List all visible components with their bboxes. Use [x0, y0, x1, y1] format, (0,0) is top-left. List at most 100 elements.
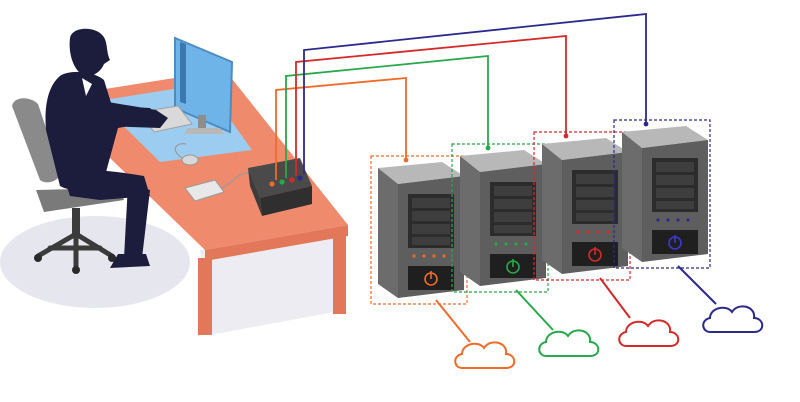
server-4-led	[676, 218, 680, 222]
server-4-outline	[613, 119, 711, 269]
monitor-base	[184, 128, 224, 134]
power-icon	[588, 247, 602, 262]
cable-server-4	[303, 13, 647, 174]
server-1-led	[432, 254, 436, 258]
server-2-led	[514, 242, 518, 246]
server-2-side	[460, 156, 480, 286]
server-3-drive	[576, 187, 614, 197]
power-icon	[668, 235, 682, 250]
person-head	[69, 28, 110, 76]
server-1-led	[442, 254, 446, 258]
chair-post	[72, 208, 80, 234]
server-4-top	[622, 126, 708, 148]
server-3-led	[586, 230, 590, 234]
cloud-cables	[435, 265, 717, 343]
server-2-drive	[494, 225, 532, 233]
server-3-side	[542, 144, 562, 274]
server-4-led	[666, 218, 670, 222]
cable-server-3	[295, 35, 567, 176]
cloud-icon	[618, 319, 680, 347]
person-silhouette	[45, 28, 168, 268]
cloud-cable-1	[435, 299, 471, 343]
chair-base	[35, 231, 115, 271]
server-4-drive	[656, 201, 694, 209]
server-1-led	[422, 254, 426, 258]
server-4-led	[686, 218, 690, 222]
person-foot	[110, 254, 150, 268]
mouse-cable	[174, 143, 187, 159]
floor-shadow	[0, 216, 190, 308]
cable-server-1	[275, 77, 407, 180]
server-4	[613, 119, 711, 269]
kvm-led-2	[279, 179, 285, 185]
power-icon	[424, 271, 438, 286]
cloud-cable-3	[599, 277, 631, 319]
server-1-drive	[412, 237, 450, 245]
cloud-3	[618, 319, 680, 347]
person-arm	[96, 100, 168, 128]
desk-device	[184, 179, 225, 202]
cable-server-2	[285, 55, 489, 178]
cable-dot	[485, 145, 491, 151]
server-4-side	[622, 132, 642, 262]
cable-dot	[403, 157, 409, 163]
monitor-stand	[198, 115, 206, 129]
server-3-led	[606, 230, 610, 234]
cloud-icon	[538, 329, 600, 357]
cloud-icon	[454, 341, 516, 369]
person-lower-leg	[124, 184, 150, 258]
server-1-top	[378, 162, 464, 184]
server-4-drive	[656, 188, 694, 198]
server-2-led	[494, 242, 498, 246]
kvm-switch-side	[248, 168, 262, 216]
server-2	[451, 143, 549, 293]
person-collar	[82, 78, 92, 96]
desk-shadow	[200, 235, 345, 335]
server-3-led	[576, 230, 580, 234]
chair-wheel	[108, 254, 116, 262]
kvm-led-1	[269, 181, 275, 187]
desk-leg-front-right	[333, 234, 346, 314]
server-2-drive	[494, 199, 532, 209]
desk-leg-front-left	[198, 258, 212, 335]
kvm-switch-front	[260, 186, 312, 216]
server-1-side	[378, 168, 398, 298]
cloud-cable-4	[677, 265, 717, 305]
server-3-drive	[576, 174, 614, 184]
server-3-drive	[576, 213, 614, 221]
server-2-top	[460, 150, 546, 172]
desk-front-edge	[205, 225, 348, 261]
kvm-switch	[248, 158, 312, 216]
server-1-drive	[412, 198, 450, 208]
server-2-led	[504, 242, 508, 246]
monitor-back	[180, 42, 186, 104]
kvm-led-4	[297, 175, 303, 181]
cable-dot	[563, 133, 569, 139]
server-3-top	[542, 138, 628, 160]
chair-wheel	[34, 254, 42, 262]
cloud-4	[702, 305, 764, 333]
monitor-screen	[174, 36, 234, 134]
cloud-cable-2	[515, 289, 554, 331]
kvm-cables	[275, 13, 649, 180]
kvm-led-3	[289, 177, 295, 183]
server-4-led	[656, 218, 660, 222]
server-1	[370, 155, 468, 305]
cable-dot	[643, 121, 649, 127]
cloud-1	[454, 341, 516, 369]
chair-back	[12, 98, 61, 183]
monitor	[174, 36, 234, 134]
server-3-drive	[576, 200, 614, 210]
cloud-icon	[702, 305, 764, 333]
power-icon	[506, 259, 520, 274]
server-1-drive	[412, 224, 450, 234]
server-2-drive	[494, 212, 532, 222]
server-3-led	[596, 230, 600, 234]
mouse	[181, 154, 199, 166]
server-1-led	[412, 254, 416, 258]
chair-wheel	[72, 266, 80, 274]
server-2-led	[524, 242, 528, 246]
server-4-drive	[656, 175, 694, 185]
